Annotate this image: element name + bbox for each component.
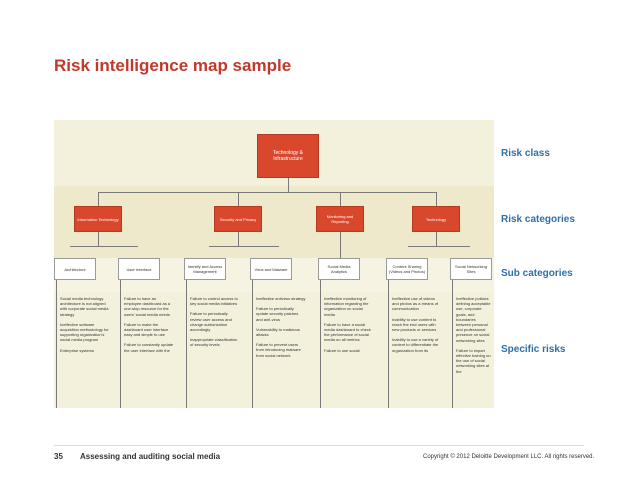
specific-risk: Inability to use content to reach the en… bbox=[392, 316, 437, 333]
specific-risk: Ineffective use of videos and photos as … bbox=[392, 296, 439, 312]
subcategory-box: User Interface bbox=[118, 258, 160, 280]
subcategory-box: Identify and Access Management bbox=[184, 258, 226, 280]
risk-category-box: Security and Privacy bbox=[214, 206, 262, 232]
connector bbox=[288, 178, 289, 192]
connector bbox=[452, 280, 453, 408]
label-risk-class: Risk class bbox=[501, 148, 550, 159]
copyright: Copyright © 2012 Deloitte Development LL… bbox=[423, 454, 595, 460]
connector bbox=[340, 232, 341, 258]
specific-risk: Ineffective antivirus strategy bbox=[256, 296, 306, 301]
specific-risk: Social media technology architecture is … bbox=[60, 296, 109, 317]
specific-risk: Vulnerability to malicious attacks bbox=[256, 326, 300, 338]
page-title: Risk intelligence map sample bbox=[54, 56, 292, 75]
connector bbox=[186, 280, 187, 408]
connector bbox=[436, 232, 437, 246]
subcategory-box: Social Networking Sites bbox=[450, 258, 492, 280]
connector bbox=[408, 246, 470, 247]
specific-risk: Inappropriate classification of security… bbox=[190, 337, 238, 348]
specific-risk-column: Ineffective use of videos and photos as … bbox=[392, 296, 442, 358]
subcategory-box: Content Sharing (Videos and Photos) bbox=[386, 258, 428, 280]
specific-risk-column: Failure to have an employee dashboard as… bbox=[124, 296, 174, 358]
connector bbox=[120, 280, 121, 408]
specific-risk: Failure to make the dashboard user inter… bbox=[124, 321, 169, 338]
specific-risk: Inability to use a variety of content to… bbox=[392, 337, 439, 353]
connector bbox=[98, 192, 99, 206]
risk-category-box: Monitoring and Reporting bbox=[316, 206, 364, 232]
specific-risk: Failure to use social bbox=[324, 347, 360, 353]
risk-category-box: Technology bbox=[412, 206, 460, 232]
specific-risk: Failure to prevent users from introducin… bbox=[256, 342, 301, 358]
subcategory-box: Virus and Malware bbox=[250, 258, 292, 280]
connector bbox=[70, 246, 138, 247]
specific-risk: Failure to periodically update security … bbox=[256, 306, 299, 322]
subcategory-box: Architecture bbox=[54, 258, 96, 280]
connector bbox=[320, 280, 321, 408]
specific-risk: Failure to have a social media dashboard… bbox=[324, 321, 371, 343]
specific-risk-column: Failure to control access to key social … bbox=[190, 296, 240, 353]
connector bbox=[436, 192, 437, 206]
specific-risk: Failure to impart effective training on … bbox=[456, 347, 491, 374]
specific-risk: Enterprise systems bbox=[60, 347, 95, 353]
specific-risk: Ineffective policies defining acceptable… bbox=[456, 296, 491, 343]
subcategory-box: Social Media Analytics bbox=[318, 258, 360, 280]
risk-category-box: Information Technology bbox=[74, 206, 122, 232]
specific-risk: Failure to periodically review user acce… bbox=[190, 311, 232, 333]
specific-risk-column: Ineffective policies defining acceptable… bbox=[456, 296, 492, 379]
connector bbox=[56, 280, 57, 408]
specific-risk: Failure to constantly update the user in… bbox=[124, 342, 174, 353]
specific-risk: Ineffective monitoring of information re… bbox=[324, 296, 369, 317]
connector bbox=[98, 232, 99, 246]
connector bbox=[209, 246, 279, 247]
connector bbox=[388, 280, 389, 408]
risk-map: Technology & Infrastructure Information … bbox=[54, 120, 494, 408]
label-risk-categories: Risk categories bbox=[501, 214, 575, 225]
label-sub-categories: Sub categories bbox=[501, 268, 573, 279]
specific-risk: Failure to have an employee dashboard as… bbox=[124, 296, 171, 317]
connector bbox=[238, 232, 239, 246]
specific-risk: Failure to control access to key social … bbox=[190, 296, 238, 307]
specific-risk-column: Ineffective monitoring of information re… bbox=[324, 296, 374, 358]
specific-risk-column: Ineffective antivirus strategy Failure t… bbox=[256, 296, 306, 363]
specific-risk-column: Social media technology architecture is … bbox=[60, 296, 110, 358]
page-number: 35 bbox=[54, 452, 63, 461]
footer-divider bbox=[54, 445, 584, 446]
connector bbox=[238, 192, 239, 206]
footer-title: Assessing and auditing social media bbox=[80, 452, 221, 461]
connector bbox=[98, 192, 436, 193]
specific-risk: Ineffective software acquisition methodo… bbox=[60, 321, 109, 343]
label-specific-risks: Specific risks bbox=[501, 344, 566, 355]
risk-class-box: Technology & Infrastructure bbox=[257, 134, 319, 178]
connector bbox=[340, 192, 341, 206]
connector bbox=[252, 280, 253, 408]
